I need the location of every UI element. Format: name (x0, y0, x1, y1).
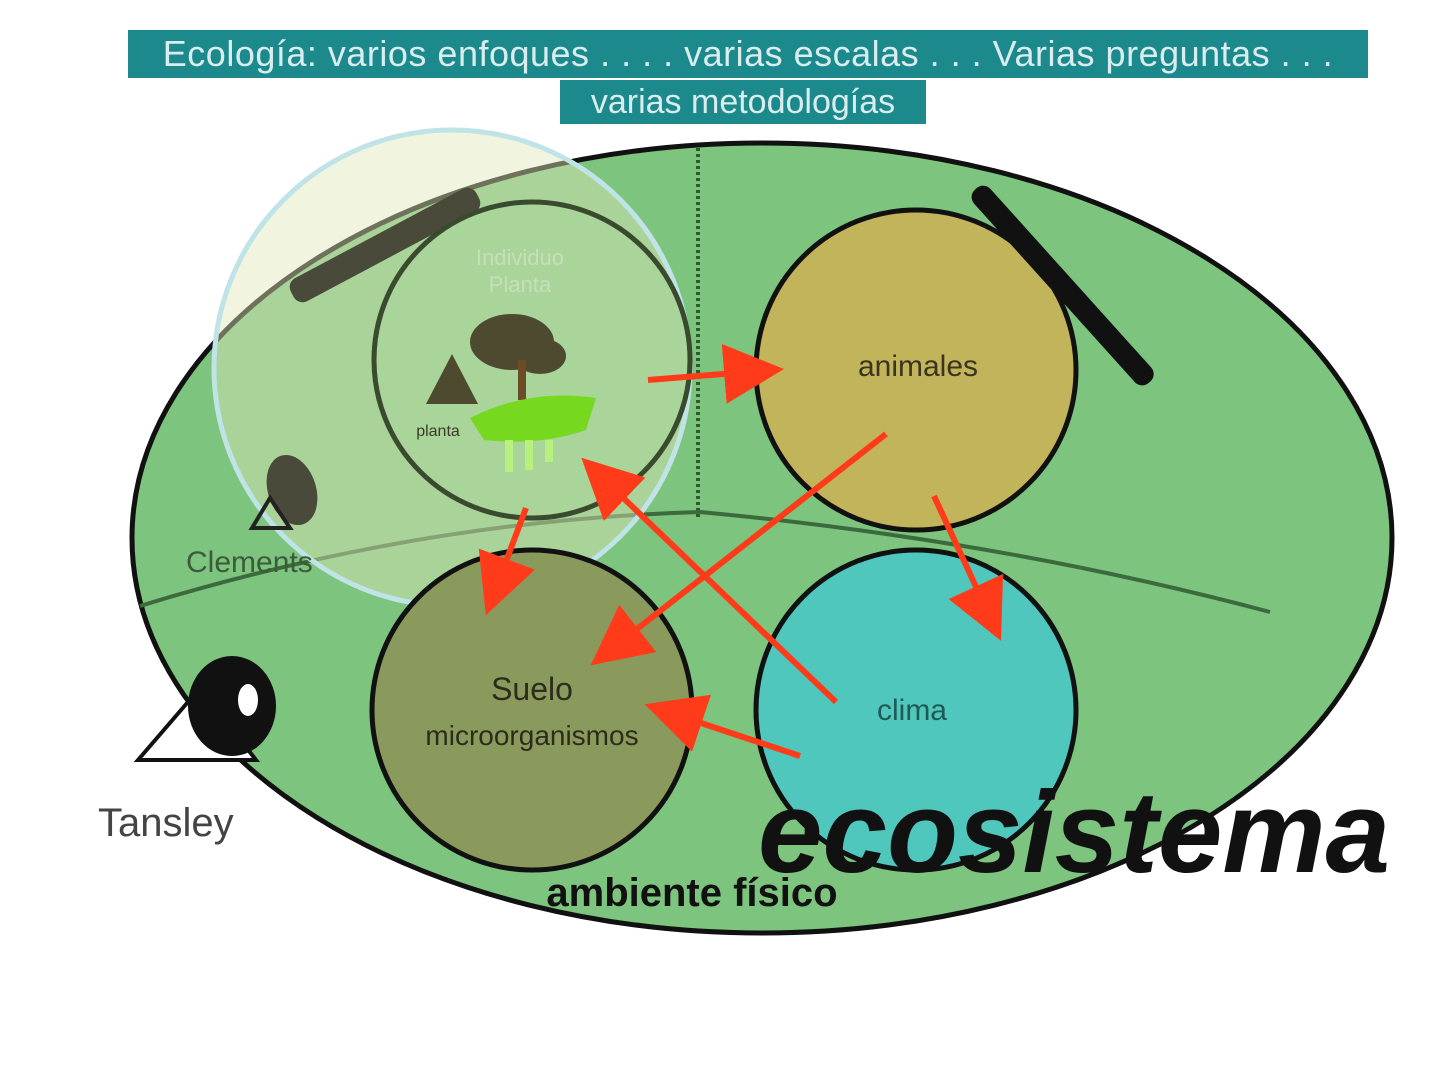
tree-icon (426, 314, 596, 472)
soil-label-1: Suelo (491, 671, 573, 707)
arrow-animals-to-soil (590, 431, 888, 666)
clements-triangle (248, 494, 294, 530)
plant-label-top: Individuo (476, 245, 564, 270)
title-line-2: varias metodologías (560, 80, 926, 124)
climate-label: clima (877, 694, 947, 727)
arrow-plant-to-soil (478, 506, 535, 616)
plant-label-bottom: Planta (489, 272, 552, 297)
arrow-animals-climate (931, 494, 1004, 641)
tansley-label: Tansley (98, 801, 234, 845)
soil-label-2: microorganismos (425, 720, 638, 751)
right-dark-bar (971, 185, 1154, 386)
arrow-climate-to-plant (581, 457, 839, 705)
animals-label: animales (858, 350, 978, 383)
arrow-climate-to-soil (644, 694, 801, 759)
clements-label: Clements (186, 546, 313, 579)
tansley-disc (188, 656, 276, 756)
horizontal-divider (139, 509, 1271, 614)
arrows (478, 343, 1004, 759)
soil-circle (369, 547, 695, 873)
plant-small-label: planta (416, 423, 460, 440)
bottom-note: ambiente físico (546, 871, 837, 915)
overlay-dark-blob (266, 454, 318, 526)
tansley-disc-highlight (238, 684, 258, 716)
arrow-plant-to-animals (647, 343, 784, 404)
title-line-1: Ecología: varios enfoques . . . . varias… (128, 30, 1368, 78)
overlay-dark-bar-1 (289, 187, 481, 303)
ecosistema-label: ecosistema (758, 767, 1390, 897)
